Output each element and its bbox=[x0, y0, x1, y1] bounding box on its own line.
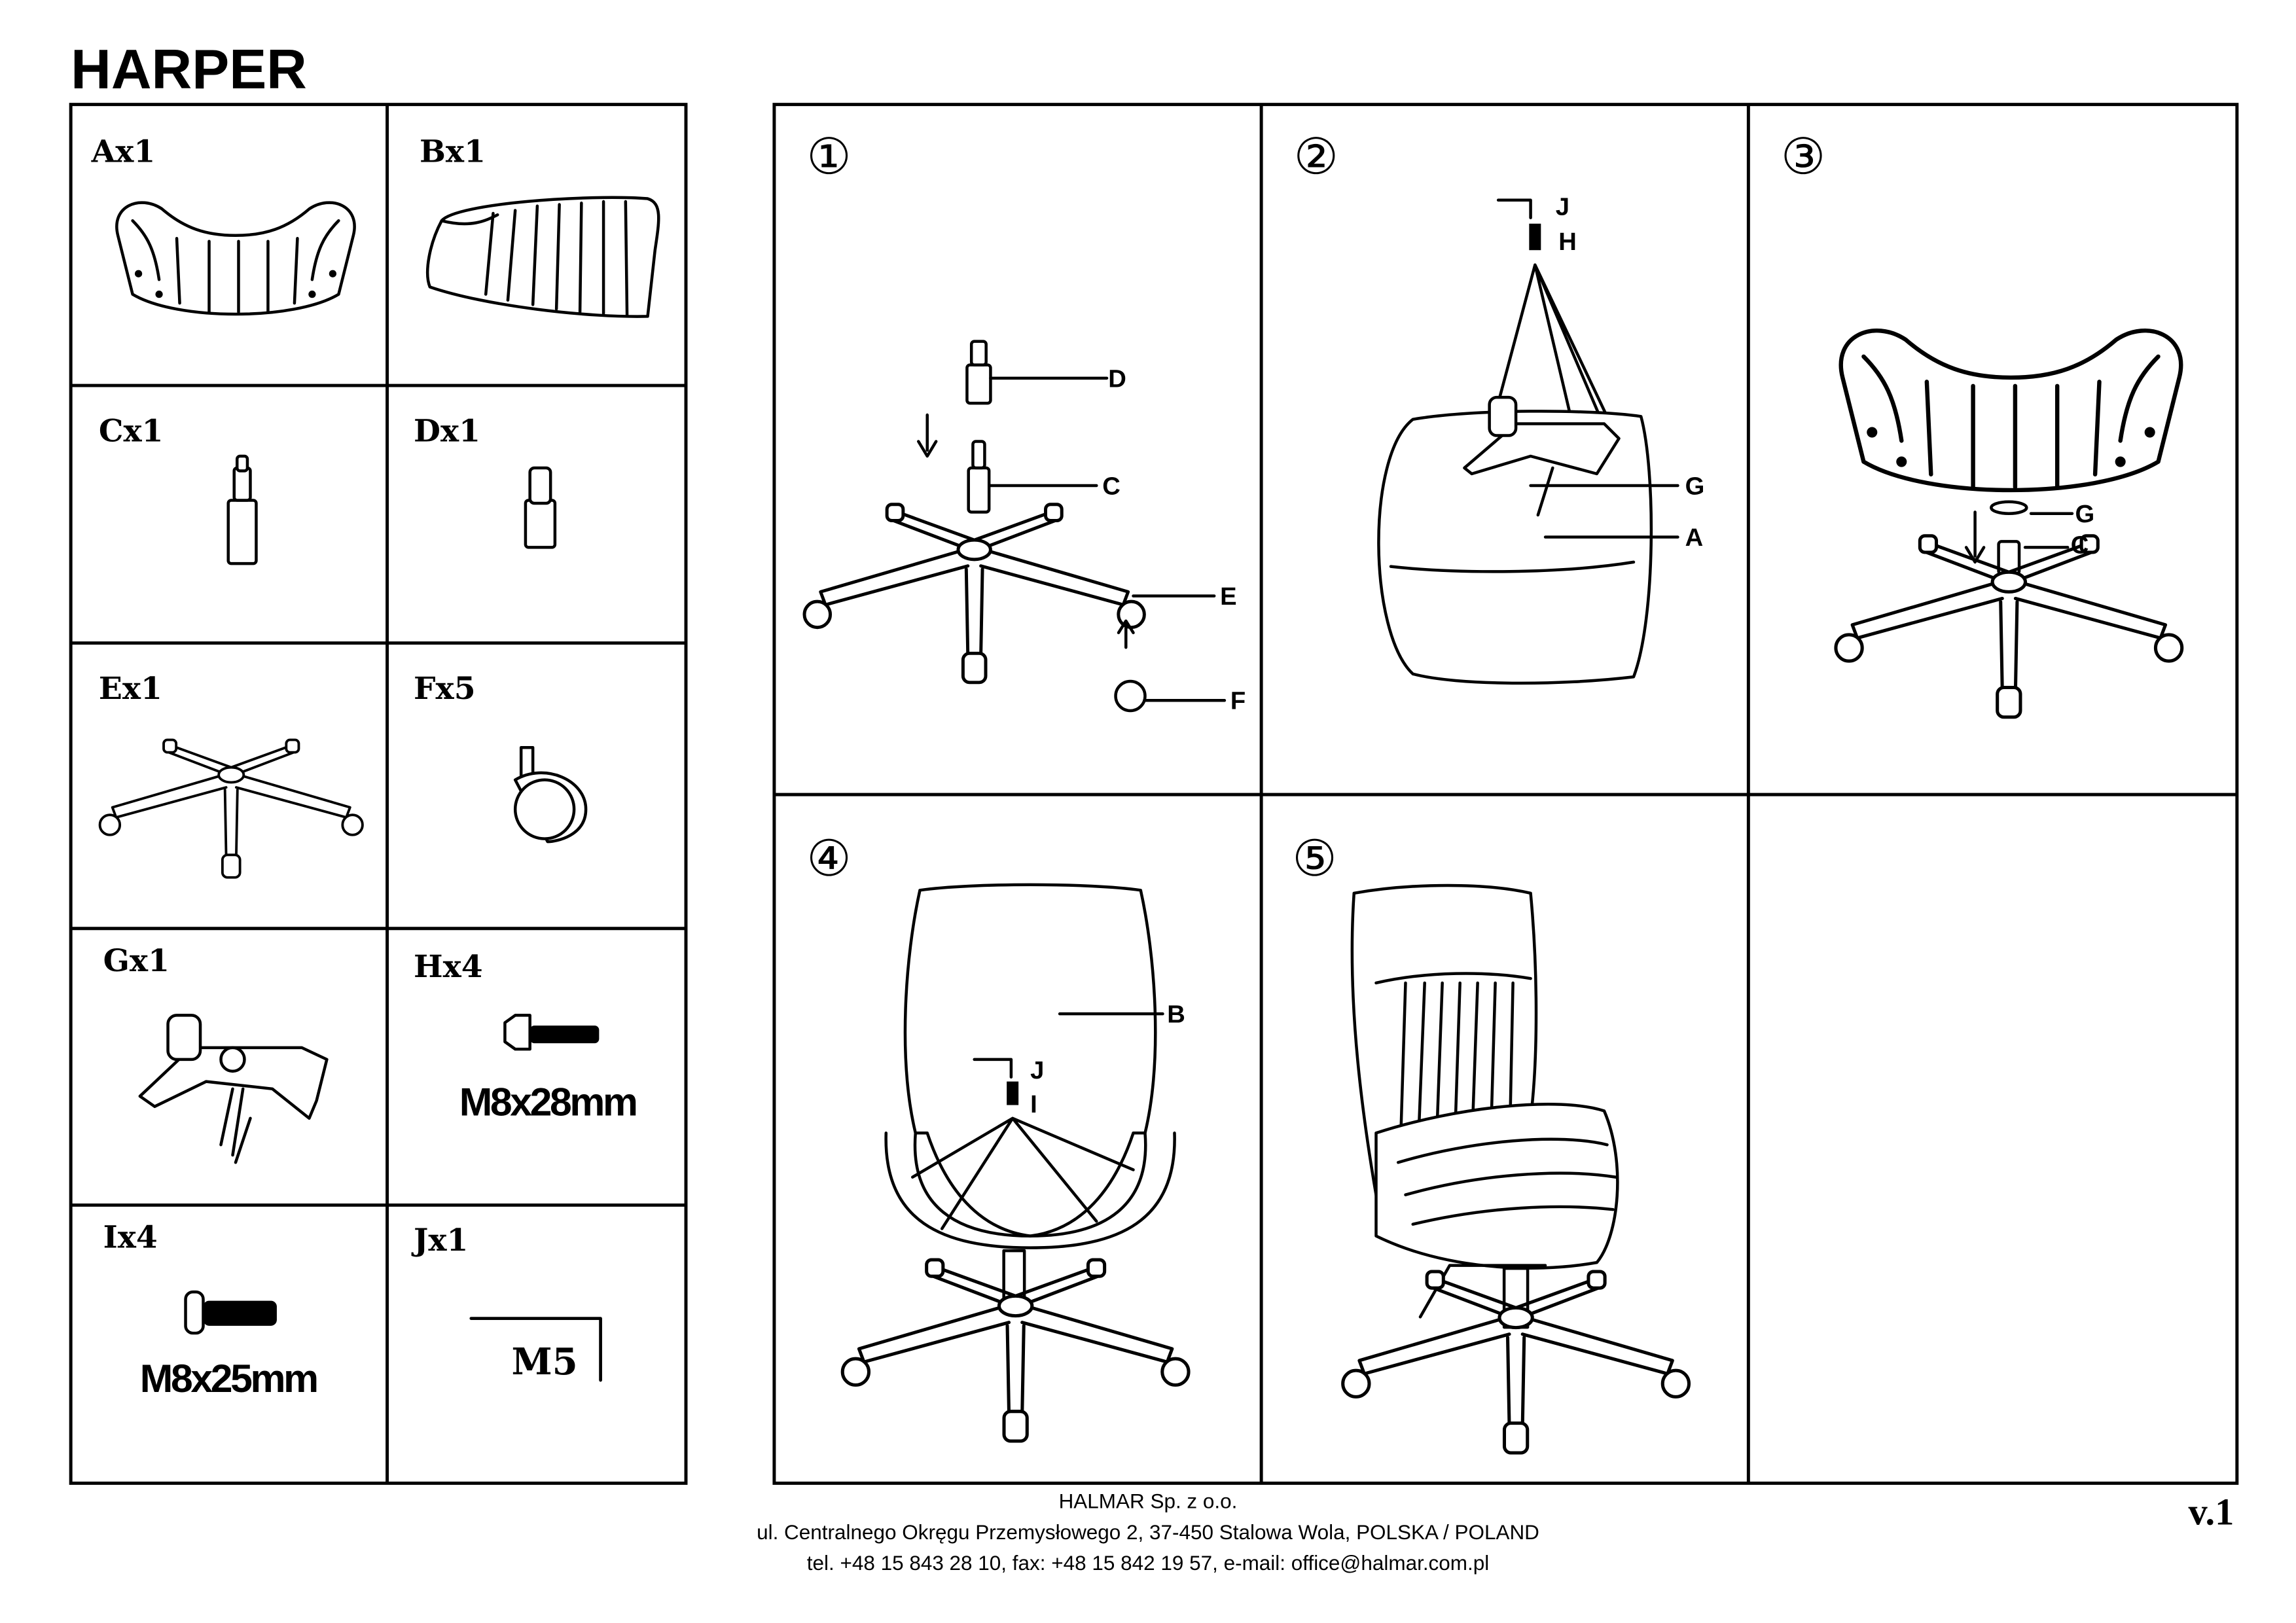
part-e-label: Ex1 bbox=[99, 671, 162, 707]
part-f-caster-icon bbox=[513, 745, 588, 844]
part-i-label: Ix4 bbox=[103, 1220, 158, 1256]
step-5-number: ⑤ bbox=[1292, 830, 1337, 888]
step-3-illustration bbox=[1836, 330, 2182, 717]
version-label: v.1 bbox=[2189, 1490, 2234, 1533]
step-4-callout-b: B bbox=[1167, 1001, 1185, 1029]
part-c-gas-lift-icon bbox=[226, 454, 258, 565]
step-4-number: ④ bbox=[806, 830, 852, 888]
step-1-callout-d: D bbox=[1108, 365, 1126, 393]
step-3-callout-c: C bbox=[2071, 531, 2089, 559]
footer-address: ul. Centralnego Okręgu Przemysłowego 2, … bbox=[757, 1521, 1539, 1544]
step-2-callout-g: G bbox=[1685, 472, 1705, 500]
part-b-backrest-icon bbox=[426, 196, 660, 318]
step-4-callout-j: J bbox=[1030, 1056, 1044, 1084]
step-2-callout-a: A bbox=[1685, 524, 1704, 552]
part-d-cover-icon bbox=[524, 466, 557, 549]
part-b-label: Bx1 bbox=[420, 134, 486, 169]
step-2-number: ② bbox=[1294, 128, 1339, 186]
allen-key-highlight bbox=[469, 1317, 602, 1382]
part-j-spec: M5 bbox=[511, 1340, 577, 1383]
step-1-callout-f: F bbox=[1230, 687, 1246, 715]
step-1-illustration bbox=[804, 340, 1227, 713]
part-g-mechanism-icon bbox=[138, 1014, 329, 1164]
part-f-label: Fx5 bbox=[414, 671, 476, 707]
part-g-label: Gx1 bbox=[103, 943, 170, 979]
part-i-spec: M8x25mm bbox=[140, 1356, 317, 1400]
product-title: HARPER bbox=[71, 39, 307, 101]
footer-contact: tel. +48 15 843 28 10, fax: +48 15 842 1… bbox=[807, 1552, 1490, 1575]
step-4-illustration bbox=[842, 883, 1189, 1441]
steps-grid: ① D C E F ② J H G A ③ bbox=[772, 103, 2239, 1485]
footer: HALMAR Sp. z o.o. ul. Centralnego Okręgu… bbox=[757, 1490, 2234, 1575]
part-e-base-icon bbox=[98, 738, 364, 879]
step-5-illustration bbox=[1343, 883, 1689, 1453]
step-3-callout-g: G bbox=[2075, 500, 2095, 528]
step-2-callout-j: J bbox=[1556, 192, 1570, 221]
part-a-seat-icon bbox=[117, 203, 354, 314]
part-i-bolt-icon bbox=[184, 1290, 277, 1335]
part-h-label: Hx4 bbox=[414, 949, 483, 985]
step-4-callout-i: I bbox=[1030, 1090, 1037, 1118]
part-c-label: Cx1 bbox=[99, 414, 164, 450]
step-1-number: ① bbox=[806, 128, 852, 186]
part-h-spec: M8x28mm bbox=[459, 1079, 636, 1124]
step-1-callout-c: C bbox=[1102, 472, 1121, 500]
footer-company: HALMAR Sp. z o.o. bbox=[1059, 1490, 1238, 1513]
part-h-bolt-icon bbox=[503, 1014, 600, 1051]
step-2-callout-h: H bbox=[1558, 228, 1577, 256]
step-3-number: ③ bbox=[1781, 128, 1826, 186]
part-d-label: Dx1 bbox=[414, 414, 480, 450]
part-j-label: Jx1 bbox=[411, 1222, 468, 1258]
part-a-label: Ax1 bbox=[91, 134, 156, 169]
parts-table: Ax1 Bx1 Cx1 Dx1 Ex1 Fx5 Gx1 bbox=[69, 103, 688, 1485]
step-2-illustration bbox=[1377, 198, 1679, 685]
step-1-callout-e: E bbox=[1220, 582, 1237, 611]
